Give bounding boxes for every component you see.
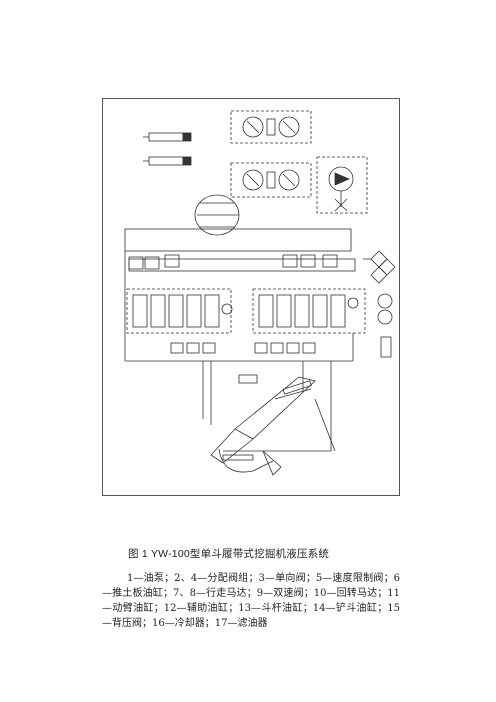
caption-text: 型单斗履带式挖掘机液压系统 bbox=[189, 548, 330, 560]
upper-valve-row-icon bbox=[128, 254, 338, 270]
travel-motor-bottom-icon bbox=[230, 162, 312, 198]
figure-caption: 图 1 YW-100型单斗履带式挖掘机液压系统 bbox=[128, 546, 428, 561]
cooler-filter-icon bbox=[363, 250, 396, 284]
figure-frame bbox=[102, 98, 400, 496]
lower-valve-row-icon bbox=[170, 342, 316, 354]
figure-legend: 1—油泵；2、4—分配阀组；3—单向阀；5—速度限制阀；6—推土板油缸；7、8—… bbox=[102, 573, 400, 629]
hydraulic-schematic-drawing-icon bbox=[124, 110, 396, 476]
valve-group-left-icon bbox=[126, 288, 233, 334]
cylinder-group-icon bbox=[143, 132, 192, 166]
caption-number: 图 1 YW-100 bbox=[128, 548, 190, 560]
travel-motor-top-icon bbox=[230, 110, 312, 144]
boom-arm-icon bbox=[210, 376, 336, 476]
valve-group-right-icon bbox=[252, 288, 366, 334]
pump-icon bbox=[328, 166, 354, 212]
rotary-joint-icon bbox=[194, 194, 240, 236]
